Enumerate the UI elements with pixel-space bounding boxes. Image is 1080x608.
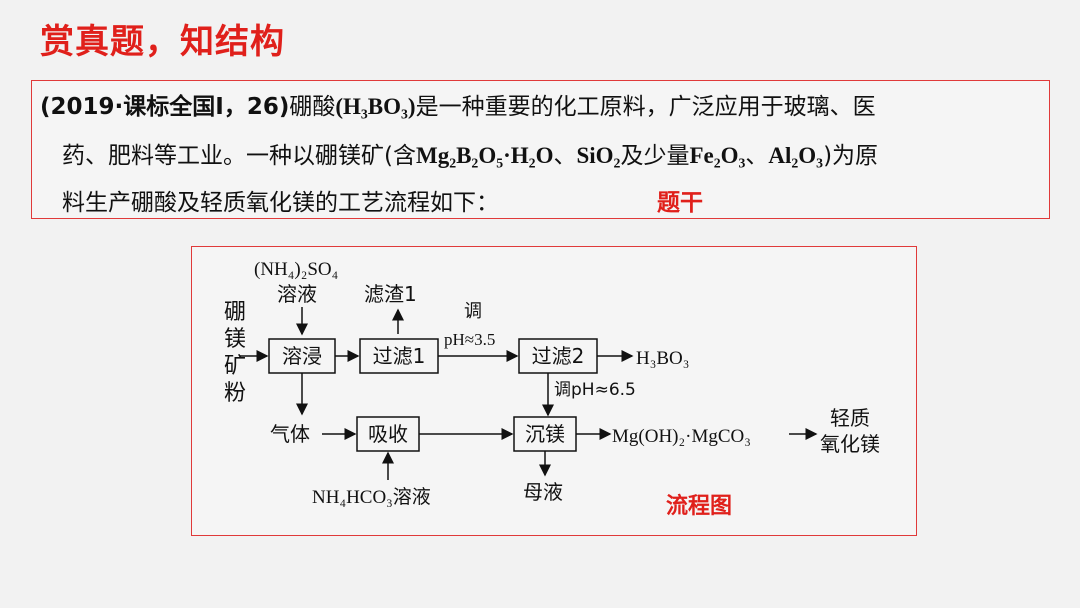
question-line-1: (2019·课标全国Ⅰ，26)硼酸(H₃BO₃)是一种重要的化工原料，广泛应用于… xyxy=(40,87,876,121)
product-boric-acid: H₃BO₃ xyxy=(636,348,689,369)
raw-material-char-4: 粉 xyxy=(224,381,246,406)
text-segment: )为原 xyxy=(823,143,879,169)
text-segment: 硼酸 xyxy=(289,94,336,120)
text-segment: 是一种重要的化工原料，广泛应用于玻璃、医 xyxy=(415,94,876,120)
reagent-solution-label: 溶液 xyxy=(277,282,317,306)
formula-fe2o3: Fe₂O₃ xyxy=(689,143,746,168)
slide-title: 赏真题，知结构 xyxy=(40,22,285,62)
reagent-ammonium-bicarbonate: NH₄HCO₃溶液 xyxy=(312,486,431,508)
final-product-line-2: 氧化镁 xyxy=(820,432,880,456)
text-segment: 药、肥料等工业。一种以硼镁矿(含 xyxy=(62,143,416,169)
residue-label: 滤渣1 xyxy=(364,282,417,306)
flowchart-box: 硼 镁 矿 粉 (NH₄)₂SO₄ 溶液 滤渣1 调 pH≈3.5 溶浸 过滤1… xyxy=(191,246,917,536)
flowchart-tag: 流程图 xyxy=(666,493,732,519)
stem-tag: 题干 xyxy=(657,190,703,216)
final-product-line-1: 轻质 xyxy=(830,406,870,430)
question-stem-box: (2019·课标全国Ⅰ，26)硼酸(H₃BO₃)是一种重要的化工原料，广泛应用于… xyxy=(31,80,1050,219)
question-source: (2019·课标全国Ⅰ，26) xyxy=(40,94,290,120)
mother-liquor-label: 母液 xyxy=(523,480,563,504)
question-line-3: 料生产硼酸及轻质氧化镁的工艺流程如下： xyxy=(62,190,499,216)
text-segment: 及少量 xyxy=(620,143,690,169)
process-flowchart: 硼 镁 矿 粉 (NH₄)₂SO₄ 溶液 滤渣1 调 pH≈3.5 溶浸 过滤1… xyxy=(224,259,880,519)
raw-material-char-2: 镁 xyxy=(224,327,246,352)
raw-material-char-1: 硼 xyxy=(224,300,246,325)
box-filter-2-label: 过滤2 xyxy=(532,344,585,368)
formula-sio2: SiO₂ xyxy=(576,143,621,168)
box-absorb-label: 吸收 xyxy=(368,422,408,446)
adjust-label: 调 xyxy=(464,301,482,322)
raw-material-char-3: 矿 xyxy=(224,354,246,379)
text-segment: 、 xyxy=(745,143,769,169)
gas-label: 气体 xyxy=(270,422,310,446)
adjust-ph-2: 调pH≈6.5 xyxy=(554,380,636,400)
box-leach-label: 溶浸 xyxy=(282,344,322,368)
reagent-ammonium-sulfate: (NH₄)₂SO₄ xyxy=(254,259,338,280)
adjust-ph-1: pH≈3.5 xyxy=(444,330,495,349)
text-segment: 、 xyxy=(553,143,577,169)
formula-mineral: Mg₂B₂O₅·H₂O xyxy=(415,143,554,168)
precip-product-label: Mg(OH)₂·MgCO₃ xyxy=(612,426,751,447)
formula-al2o3: Al₂O₃ xyxy=(768,143,824,168)
formula-h3bo3: (H₃BO₃) xyxy=(335,94,416,119)
box-filter-1-label: 过滤1 xyxy=(373,344,426,368)
question-line-2: 药、肥料等工业。一种以硼镁矿(含Mg₂B₂O₅·H₂O、SiO₂及少量Fe₂O₃… xyxy=(62,136,878,170)
box-precipitate-mg-label: 沉镁 xyxy=(525,422,565,446)
